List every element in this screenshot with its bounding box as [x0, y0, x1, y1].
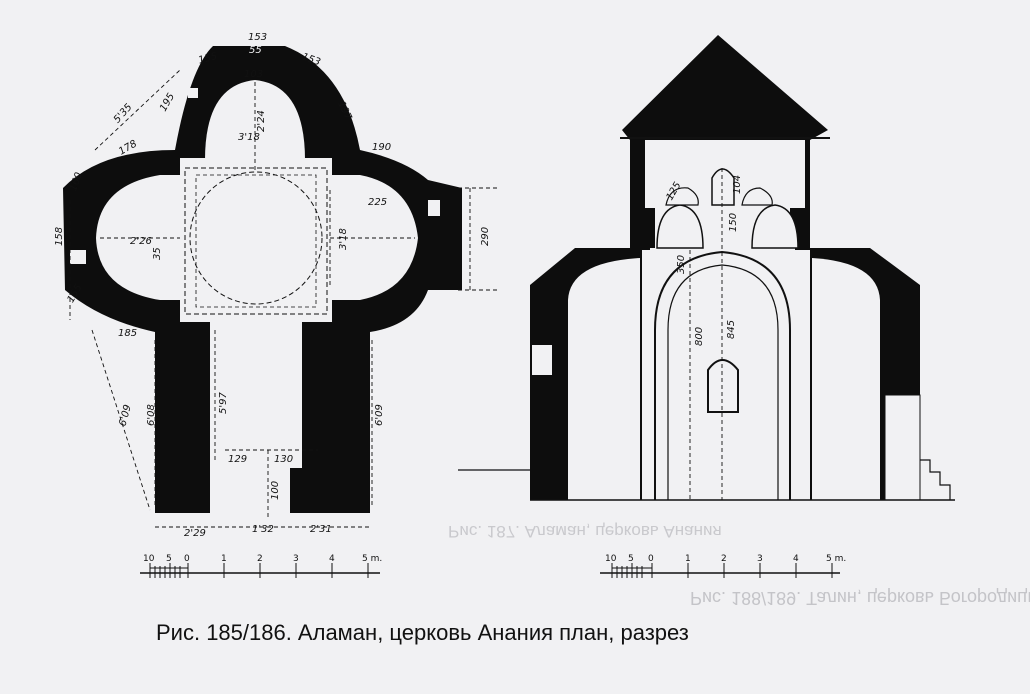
scale-label-2: 2 — [257, 554, 263, 564]
dim-224: 2'24 — [256, 110, 267, 132]
dim-800: 800 — [694, 327, 705, 346]
plan-stone-3 — [428, 200, 440, 216]
plan-dimension-lines — [69, 69, 500, 528]
dim-158: 158 — [54, 227, 65, 246]
dim-153: 153 — [248, 32, 267, 43]
dim-290: 290 — [480, 227, 491, 246]
section-window — [707, 359, 739, 413]
dim-318b: 3'18 — [338, 228, 349, 250]
scale-label-1: 1 — [221, 554, 227, 564]
dim-100: 100 — [270, 481, 281, 500]
wall-stone-right — [895, 330, 915, 360]
dim-132: 1'32 — [252, 524, 274, 535]
scale2-label-0: 0 — [648, 554, 654, 564]
scale-label-5: 5 — [166, 554, 172, 564]
dim-104: 104 — [732, 175, 743, 194]
dim-103: 103 — [244, 69, 263, 80]
plan-interior — [96, 80, 418, 513]
dim-229: 2'29 — [184, 528, 206, 539]
dim-231: 2'31 — [310, 524, 332, 535]
scale2-label-2: 2 — [721, 554, 727, 564]
scale-bar-plan: 10 5 0 1 2 3 4 5 m. — [140, 554, 382, 578]
crossing-frame-inner — [195, 174, 317, 308]
scale2-label-1: 1 — [685, 554, 691, 564]
dim-845: 845 — [726, 320, 737, 339]
main-arch-inner — [667, 264, 779, 500]
dim-185: 185 — [118, 328, 137, 339]
section-dimension-lines — [689, 168, 723, 500]
scale-label-3: 3 — [293, 554, 299, 564]
dim-155: 155 — [197, 51, 218, 67]
dim-150: 150 — [728, 213, 739, 232]
dim-130: 130 — [274, 454, 293, 465]
wall-stone-left — [532, 345, 552, 375]
scale-label-10: 10 — [143, 554, 155, 564]
dim-609a: 6'09 — [118, 404, 134, 428]
dim-350: 350 — [676, 255, 687, 274]
plan-stone-1 — [70, 250, 86, 264]
scale-label-5m: 5 m. — [362, 554, 382, 564]
steps — [920, 459, 951, 500]
scale-bar-section: 10 5 0 1 2 3 4 5 m. — [600, 554, 846, 578]
plan-stone-2 — [188, 88, 198, 98]
dim-35: 35 — [152, 247, 163, 260]
scale2-label-3: 3 — [757, 554, 763, 564]
dim-535: 5'35 — [112, 102, 135, 126]
show-through-text-2: Рис. 188/189. Талин, церковь Богородицы — [690, 588, 1030, 608]
scale2-label-5m: 5 m. — [826, 554, 846, 564]
dim-318a: 3'18 — [238, 132, 260, 143]
dim-597: 5'97 — [218, 392, 229, 414]
dome-circle — [189, 171, 323, 305]
plan-drawing: 153 55 155 153 103 5'35 195 197 2'24 3'1… — [54, 32, 500, 539]
dim-609b: 6'09 — [374, 404, 385, 426]
drum-window — [711, 168, 735, 206]
scale-label-4: 4 — [329, 554, 335, 564]
dim-195: 195 — [158, 92, 177, 114]
wall-band-left — [530, 420, 568, 500]
niche-left — [656, 204, 704, 249]
dim-226: 2'26 — [130, 236, 152, 247]
niche-right — [751, 204, 799, 249]
scale2-label-10: 10 — [605, 554, 617, 564]
dim-129: 129 — [228, 454, 247, 465]
figure-caption: Рис. 185/186. Аламан, церковь Анания пла… — [156, 620, 689, 645]
wall-band-right — [884, 394, 921, 501]
niche-small-left — [665, 187, 699, 206]
dim-190: 190 — [372, 142, 391, 153]
dim-225: 225 — [368, 197, 387, 208]
niche-small-right — [741, 187, 773, 206]
scale2-label-5: 5 — [628, 554, 634, 564]
show-through-text-1: Рис. 187. Аламан, церковь Анания — [448, 522, 722, 541]
dim-55: 55 — [249, 45, 262, 56]
scale-label-0: 0 — [184, 554, 190, 564]
scale2-label-4: 4 — [793, 554, 799, 564]
dim-608: 6'08 — [146, 404, 157, 426]
section-drawing: 104 125 150 350 800 845 — [458, 35, 955, 501]
